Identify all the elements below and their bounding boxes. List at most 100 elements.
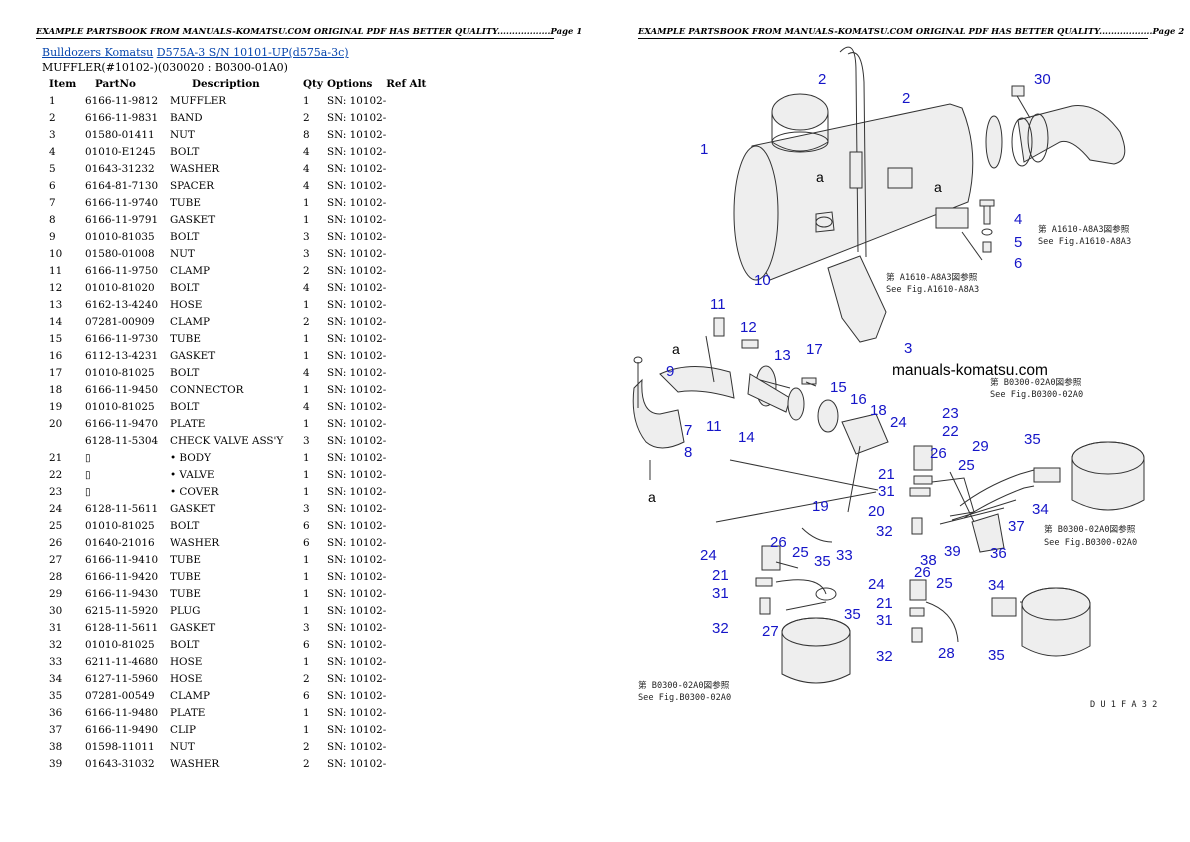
cell-item: 4 <box>49 145 56 158</box>
cell-partno: 01010-81025 <box>85 519 155 532</box>
cell-qty: 1 <box>303 655 310 668</box>
column-header-item: Item <box>49 78 77 90</box>
cell-options: SN: 10102- <box>327 519 387 532</box>
cell-ref-alt <box>386 279 432 296</box>
cell-description: GASKET <box>170 621 216 634</box>
cell-partno: 6112-13-4231 <box>85 349 159 362</box>
callout-12: 12 <box>740 319 757 336</box>
cell-options: SN: 10102- <box>327 706 387 719</box>
column-header-partno: PartNo <box>95 78 136 90</box>
cell-qty: 1 <box>303 723 310 736</box>
cell-ref-alt <box>386 585 432 602</box>
cell-qty: 1 <box>303 570 310 583</box>
cell-ref-alt <box>386 177 432 194</box>
cell-partno: ▯ <box>85 468 91 481</box>
cell-partno: 6166-11-9750 <box>85 264 159 277</box>
callout-20: 20 <box>868 503 885 520</box>
cell-partno: 6164-81-7130 <box>85 179 159 192</box>
cell-ref-alt <box>386 500 432 517</box>
cell-partno: 6166-11-9470 <box>85 417 159 430</box>
cell-ref-alt <box>386 245 432 262</box>
cell-options: SN: 10102- <box>327 757 387 770</box>
cell-qty: 2 <box>303 672 310 685</box>
cell-partno: 01640-21016 <box>85 536 155 549</box>
cell-ref-alt <box>386 551 432 568</box>
callout-25c: 25 <box>936 575 953 592</box>
cell-ref-alt <box>386 381 432 398</box>
cell-options: SN: 10102- <box>327 145 387 158</box>
cell-ref-alt <box>386 92 432 109</box>
cell-item: 17 <box>49 366 63 379</box>
cell-partno: 01580-01411 <box>85 128 155 141</box>
cell-description: CONNECTOR <box>170 383 244 396</box>
cell-description: CLAMP <box>170 315 210 328</box>
cell-item: 29 <box>49 587 63 600</box>
cell-ref-alt <box>386 704 432 721</box>
column-header-ref-alt: Ref Alt <box>386 78 427 90</box>
column-header-options: Options <box>327 78 373 90</box>
cell-description: TUBE <box>170 587 201 600</box>
cell-description: BOLT <box>170 145 200 158</box>
cell-qty: 1 <box>303 468 310 481</box>
cell-ref-alt <box>386 653 432 670</box>
ref-jp-b0300-bottom: 第 B0300-02A0図参照 <box>638 679 730 691</box>
cell-options: SN: 10102- <box>327 281 387 294</box>
cell-description: WASHER <box>170 162 220 175</box>
watermark-text: manuals-komatsu.com <box>892 362 1048 379</box>
cell-ref-alt <box>386 738 432 755</box>
cell-qty: 4 <box>303 400 310 413</box>
cell-ref-alt <box>386 330 432 347</box>
cell-ref-alt <box>386 755 432 772</box>
callout-11b: 11 <box>706 418 722 435</box>
cell-item: 14 <box>49 315 63 328</box>
cell-options: SN: 10102- <box>327 655 387 668</box>
cell-ref-alt <box>386 126 432 143</box>
ref-en-a1610-center: See Fig.A1610-A8A3 <box>886 285 979 295</box>
callout-5: 5 <box>1014 234 1022 251</box>
cell-partno: 6166-11-9450 <box>85 383 159 396</box>
callout-9: 9 <box>666 363 674 380</box>
callout-26a: 26 <box>930 445 947 462</box>
cell-description: HOSE <box>170 672 203 685</box>
cell-item: 27 <box>49 553 63 566</box>
cell-item: 13 <box>49 298 63 311</box>
callout-28: 28 <box>938 645 955 662</box>
cell-options: SN: 10102- <box>327 553 387 566</box>
cell-description: BOLT <box>170 281 200 294</box>
cell-qty: 1 <box>303 196 310 209</box>
callout-39: 39 <box>944 543 961 560</box>
callout-25b: 25 <box>792 544 809 561</box>
cell-partno: 6166-11-9730 <box>85 332 159 345</box>
callout-29: 29 <box>972 438 989 455</box>
cell-ref-alt <box>386 432 432 449</box>
cell-options: SN: 10102- <box>327 332 387 345</box>
cell-description: BOLT <box>170 400 200 413</box>
callout-22: 22 <box>942 423 959 440</box>
cell-item: 34 <box>49 672 63 685</box>
part-callouts: 1 2 2 3 4 5 6 7 8 9 10 11 11 12 13 14 15… <box>666 71 1051 665</box>
callout-32b: 32 <box>712 620 729 637</box>
cell-options: SN: 10102- <box>327 196 387 209</box>
cell-partno: 6162-13-4240 <box>85 298 159 311</box>
cell-description: WASHER <box>170 536 220 549</box>
breadcrumb-model-link[interactable]: D575A-3 S/N 10101-UP(d575a-3c) <box>156 46 349 59</box>
cell-description: BOLT <box>170 638 200 651</box>
breadcrumb-category-link[interactable]: Bulldozers Komatsu <box>42 46 154 59</box>
cell-qty: 1 <box>303 553 310 566</box>
cell-item: 37 <box>49 723 63 736</box>
cell-qty: 2 <box>303 315 310 328</box>
cell-description: GASKET <box>170 213 216 226</box>
bolt-set-drawing <box>979 199 995 253</box>
callout-38: 38 <box>920 552 937 569</box>
cell-options: SN: 10102- <box>327 247 387 260</box>
